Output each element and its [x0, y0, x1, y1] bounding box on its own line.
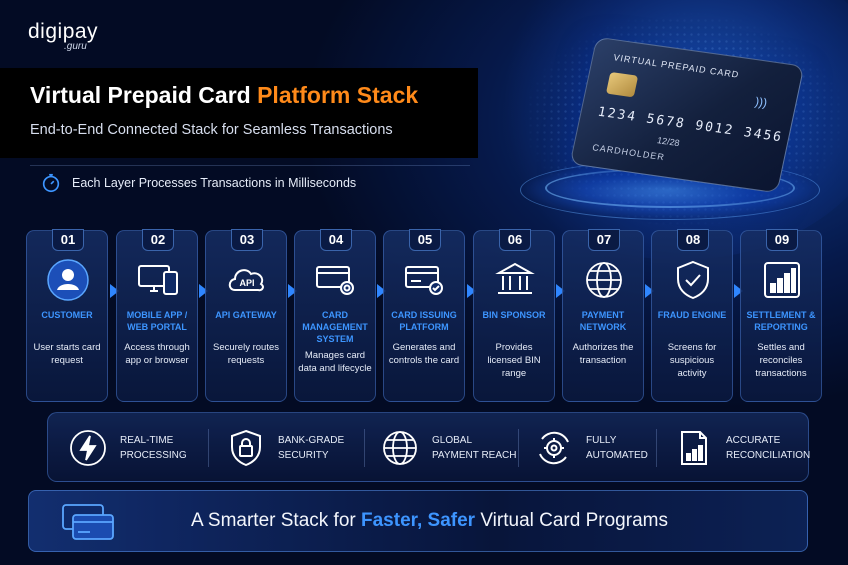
page-subtitle: End-to-End Connected Stack for Seamless … [30, 122, 393, 138]
card-gear-icon [316, 266, 354, 295]
feature-realtime: REAL-TIME PROCESSING [68, 425, 187, 471]
step-label: CARD ISSUING PLATFORM [391, 310, 457, 332]
flow-arrow [467, 284, 476, 298]
feature-global: GLOBAL PAYMENT REACH [380, 425, 516, 471]
title-accent: Platform Stack [257, 82, 419, 108]
feature-automated: FULLY AUTOMATED [534, 425, 648, 471]
step-settlement: 09 SETTLEMENT & REPORTING Settles and re… [740, 229, 822, 402]
step-label: BIN SPONSOR [482, 310, 546, 320]
step-number: 04 [320, 229, 352, 251]
feature-label: GLOBAL PAYMENT REACH [432, 435, 517, 461]
shield-check-icon [677, 260, 709, 300]
features-bar: REAL-TIME PROCESSING BANK-GRADE SECURITY… [47, 412, 810, 482]
card-chip-icon [605, 71, 639, 98]
bar-chart-icon [764, 262, 800, 298]
step-api-gateway: 03 API API GATEWAY Securely routes reque… [205, 229, 287, 402]
step-card-management: 04 CARD MANAGEMENT SYSTEM Manages card d… [294, 229, 376, 402]
lightning-icon [70, 430, 106, 466]
step-fraud-engine: 08 FRAUD ENGINE Screens for suspicious a… [651, 229, 733, 402]
title-main: Virtual Prepaid Card [30, 82, 251, 108]
card-number: 1234 5678 9012 3456 [596, 104, 785, 146]
feature-label: FULLY AUTOMATED [586, 435, 648, 461]
step-desc: Provides licensed BIN range [487, 342, 541, 379]
flow-arrow [377, 284, 386, 298]
step-desc: Securely routes requests [212, 342, 279, 366]
stacked-cards-icon [62, 504, 114, 540]
step-label: CARD MANAGEMENT SYSTEM [302, 310, 368, 344]
flow-arrow [288, 284, 297, 298]
card-expiry: 12/28 [656, 135, 681, 149]
feature-divider [656, 429, 657, 467]
step-desc: User starts card request [33, 342, 101, 366]
devices-icon [138, 265, 178, 295]
feature-security: BANK-GRADE SECURITY [226, 425, 344, 471]
bottom-banner: A Smarter Stack for Faster, Safer Virtua… [28, 490, 808, 552]
speed-note: Each Layer Processes Transactions in Mil… [40, 172, 356, 194]
feature-label: ACCURATE RECONCILIATION [726, 435, 811, 461]
feature-label: BANK-GRADE SECURITY [278, 435, 345, 461]
step-number: 08 [677, 229, 709, 251]
globe-icon [586, 262, 622, 298]
step-label: MOBILE APP / WEB PORTAL [126, 310, 188, 332]
logo: digipay [28, 20, 99, 43]
step-number: 01 [52, 229, 84, 251]
feature-label: REAL-TIME PROCESSING [120, 435, 187, 461]
logo-sub: .guru [64, 41, 87, 52]
step-label: CUSTOMER [41, 310, 93, 320]
speed-note-text: Each Layer Processes Transactions in Mil… [72, 176, 357, 190]
banner-text-after: Virtual Card Programs [475, 510, 668, 531]
step-payment-network: 07 PAYMENT NETWORK Authorizes the transa… [562, 229, 644, 402]
step-label: FRAUD ENGINE [657, 310, 727, 320]
globe-icon [383, 431, 417, 465]
step-desc: Generates and controls the card [388, 342, 460, 366]
step-number: 05 [409, 229, 441, 251]
flow-arrow [734, 284, 743, 298]
title-panel [0, 68, 478, 158]
feature-divider [208, 429, 209, 467]
contactless-icon: ))) [753, 94, 769, 110]
step-card-issuing: 05 CARD ISSUING PLATFORM Generates and c… [383, 229, 465, 402]
step-desc: Screens for suspicious activity [667, 342, 717, 379]
feature-divider [518, 429, 519, 467]
step-bin-sponsor: 06 BIN SPONSOR Provides licensed BIN ran… [473, 229, 555, 402]
step-number: 09 [766, 229, 798, 251]
feature-reconciliation: ACCURATE RECONCILIATION [674, 425, 810, 471]
step-number: 03 [231, 229, 263, 251]
flow-arrow [199, 284, 208, 298]
card-holder: CARDHOLDER [591, 142, 666, 163]
step-desc: Settles and reconciles transactions [755, 342, 807, 379]
svg-text:API: API [239, 278, 254, 288]
feature-divider [364, 429, 365, 467]
header-divider [30, 165, 470, 166]
page-title: Virtual Prepaid Card Platform Stack [30, 82, 418, 109]
banner-text-accent: Faster, Safer [361, 510, 476, 531]
card-check-icon [405, 266, 443, 295]
lock-icon [231, 429, 261, 467]
flow-arrow [110, 284, 119, 298]
step-label: PAYMENT NETWORK [579, 310, 627, 332]
step-number: 07 [588, 229, 620, 251]
step-customer: 01 CUSTOMER User starts card request [26, 229, 108, 402]
flow-arrow [645, 284, 654, 298]
step-label: SETTLEMENT & REPORTING [746, 310, 816, 332]
step-label: API GATEWAY [215, 310, 277, 320]
api-cloud-icon: API [228, 269, 264, 292]
report-icon [681, 431, 707, 465]
step-mobile-app: 02 MOBILE APP / WEB PORTAL Access throug… [116, 229, 198, 402]
step-desc: Access through app or browser [124, 342, 190, 366]
gear-cycle-icon [539, 431, 569, 465]
user-icon [47, 259, 89, 301]
step-number: 06 [499, 229, 531, 251]
banner-tagline: A Smarter Stack for Faster, Safer Virtua… [191, 510, 668, 532]
stopwatch-icon [42, 173, 60, 193]
step-desc: Authorizes the transaction [572, 342, 634, 366]
bank-icon [495, 262, 535, 294]
flow-arrow [556, 284, 565, 298]
step-desc: Manages card data and lifecycle [298, 350, 372, 374]
banner-text-before: A Smarter Stack for [191, 510, 361, 531]
step-number: 02 [142, 229, 174, 251]
